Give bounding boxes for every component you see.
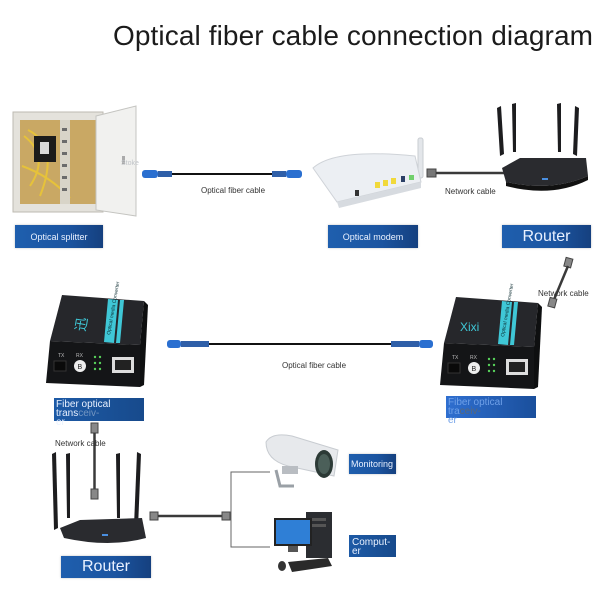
network-cable-4: [149, 511, 231, 521]
network-cable-1: [426, 168, 512, 178]
optical-splitter-badge: Optical splitter: [15, 225, 103, 248]
rx-port-label: B: [78, 364, 83, 371]
router-top-image: [497, 103, 588, 191]
optical-fiber-cable-2: [167, 340, 433, 348]
rx-label: RX: [76, 353, 84, 359]
monitoring-badge: Monitoring: [349, 454, 396, 474]
brand-label: Xixi: [460, 320, 479, 334]
cable-label-network-2: Network cable: [538, 289, 589, 298]
badge-line2: er: [56, 417, 65, 428]
badge-line1: Comput-: [352, 537, 391, 548]
svg-text:迅: 迅: [72, 316, 90, 333]
cable-label-fiber-1: Optical fiber cable: [201, 186, 266, 195]
fiber-transceiver-left-image: Optical media Converter 迅 TX RX B: [46, 281, 148, 387]
badge-line1: Fiber optical trans: [56, 399, 111, 419]
tx-label: TX: [452, 355, 459, 361]
optical-modem-badge: Optical modem: [328, 225, 418, 248]
router-top-badge: Router: [502, 225, 591, 248]
rx-label: RX: [470, 355, 478, 361]
badge-line1: Fiber optical tra: [448, 397, 503, 417]
optical-modem-image: [312, 137, 424, 208]
badge-line2: er: [352, 546, 361, 557]
fiber-transceiver-right-image: Optical media Converter Xixi TX RX B: [440, 283, 542, 389]
branch-lines: [230, 471, 270, 548]
computer-image: [274, 512, 332, 572]
monitoring-camera-image: [265, 434, 339, 488]
optical-splitter-image: [12, 105, 137, 217]
router-bottom-badge: Router: [61, 556, 151, 578]
badge-faded: ceiv-: [78, 408, 100, 419]
tx-label: TX: [58, 353, 65, 359]
badge-line2: er: [448, 415, 457, 426]
network-cable-3: [90, 422, 99, 500]
fiber-transceiver-left-badge: Fiber optical transceiv- er: [54, 398, 144, 428]
network-cable-2: [547, 256, 574, 309]
cable-label-fiber-2: Optical fiber cable: [282, 361, 347, 370]
fiber-transceiver-right-badge: Fiber optical traceiv- er: [446, 396, 536, 426]
optical-fiber-cable-1: [142, 170, 302, 178]
cable-label-network-3: Network cable: [55, 439, 106, 448]
diagram-title: Optical fiber cable connection diagram: [113, 20, 594, 51]
rx-port-label: B: [472, 366, 477, 373]
computer-badge: Comput- er: [349, 535, 396, 557]
splitter-watermark: Stoke: [121, 160, 139, 167]
router-bottom-image: [52, 452, 146, 543]
cable-label-network-1: Network cable: [445, 187, 496, 196]
badge-faded: ceiv-: [459, 406, 481, 417]
